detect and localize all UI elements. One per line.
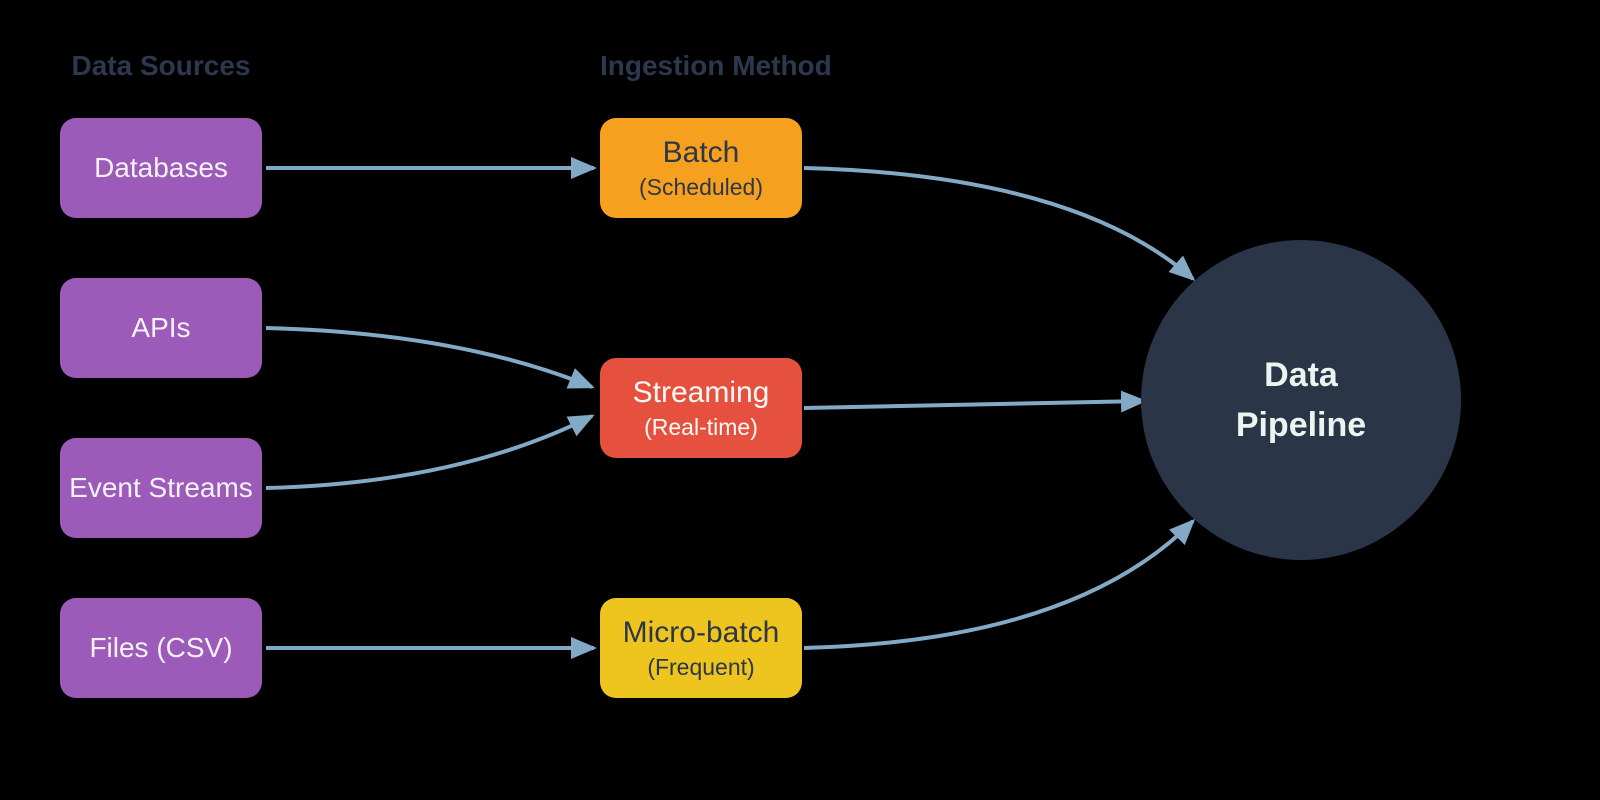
- node-event-streams: Event Streams: [60, 438, 262, 538]
- edge-streaming-to-pipeline: [803, 390, 1147, 413]
- node-micro-batch: Micro-batch (Frequent): [600, 598, 802, 698]
- node-batch-subtitle: (Scheduled): [638, 174, 764, 200]
- node-apis: APIs: [60, 278, 262, 378]
- node-data-pipeline: Data Pipeline: [1141, 240, 1461, 560]
- edge-event-streams-to-streaming: [265, 414, 595, 490]
- node-files-csv-label: Files (CSV): [89, 632, 233, 663]
- column-header-ingestion-method: Ingestion Method: [600, 50, 832, 81]
- edge-batch-to-pipeline: [803, 166, 1196, 281]
- node-micro-batch-subtitle: (Frequent): [647, 654, 755, 680]
- edge-micro-batch-to-pipeline: [803, 518, 1196, 650]
- node-apis-label: APIs: [131, 312, 191, 343]
- node-batch-title: Batch: [662, 136, 740, 169]
- node-streaming-title: Streaming: [632, 376, 770, 409]
- node-batch: Batch (Scheduled): [600, 118, 802, 218]
- edge-apis-to-streaming: [265, 326, 595, 389]
- node-event-streams-label: Event Streams: [69, 472, 253, 503]
- node-data-pipeline-label: Data Pipeline: [1235, 356, 1367, 444]
- node-databases-label: Databases: [94, 152, 228, 183]
- node-micro-batch-title: Micro-batch: [622, 616, 780, 649]
- node-databases: Databases: [60, 118, 262, 218]
- node-streaming-subtitle: (Real-time): [644, 414, 758, 440]
- column-header-data-sources: Data Sources: [71, 50, 251, 81]
- node-files-csv: Files (CSV): [60, 598, 262, 698]
- node-streaming: Streaming (Real-time): [600, 358, 802, 458]
